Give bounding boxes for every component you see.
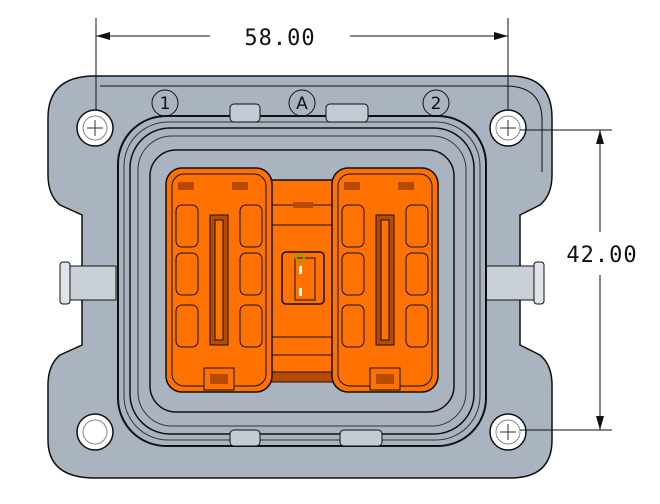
latch-bump: [339, 429, 383, 447]
svg-text:2: 2: [431, 94, 442, 114]
callout-2: 2: [422, 89, 450, 117]
seal-frame-line: [129, 127, 475, 435]
svg-text:1: 1: [160, 94, 171, 114]
side-pin-right: [485, 261, 545, 305]
marker-icon: [295, 253, 305, 263]
latch-bump: [229, 103, 261, 123]
dimension-width-label: 58.00: [244, 26, 315, 51]
mounting-hole-bottom-left: [76, 413, 114, 451]
seal-frame-line: [123, 121, 481, 441]
module-left: [165, 167, 273, 393]
mounting-hole-top-left: [76, 109, 114, 147]
center-insert: [265, 179, 341, 383]
module-right: [331, 167, 439, 393]
flange-edge: [100, 85, 543, 172]
latch-bump: [325, 103, 369, 123]
dimension-width: 58.00: [95, 18, 509, 110]
mounting-hole-top-right: [489, 109, 527, 147]
side-pin-left: [59, 261, 117, 305]
latch-bump: [229, 429, 261, 447]
callout-A: A: [288, 89, 316, 117]
svg-text:A: A: [296, 94, 308, 114]
callout-1: 1: [151, 89, 179, 117]
seal-frame-line: [137, 135, 467, 427]
dimension-height-label: 42.00: [566, 243, 637, 268]
dimension-height: 42.00: [520, 129, 637, 431]
mounting-hole-bottom-right: [489, 413, 527, 451]
